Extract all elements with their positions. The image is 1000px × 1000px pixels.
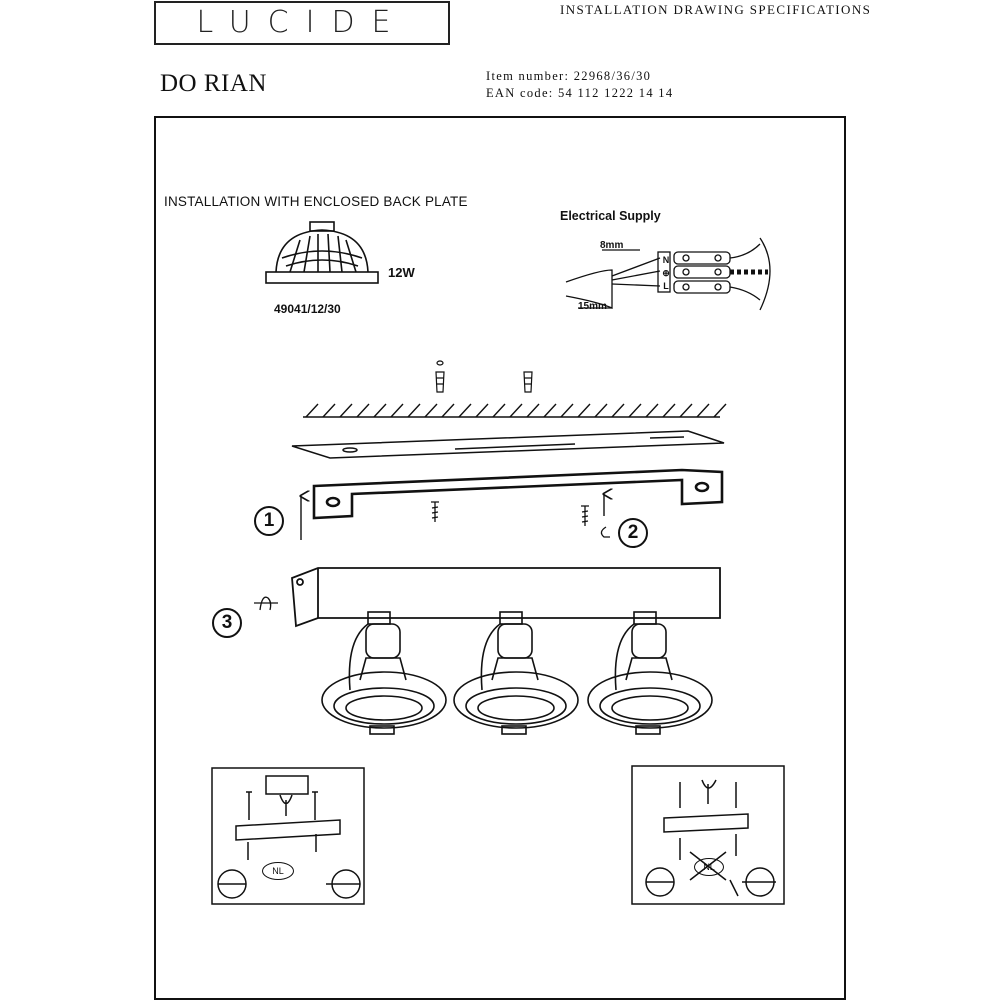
terminal-l: L bbox=[663, 281, 669, 291]
spotlight-head bbox=[453, 611, 579, 735]
wiring-diagram-icon bbox=[565, 237, 771, 311]
back-plate bbox=[291, 430, 725, 459]
lamp-wattage: 12W bbox=[388, 265, 415, 280]
drawing-frame bbox=[154, 116, 846, 1000]
terminal-labels: N ⊕ L bbox=[660, 254, 672, 293]
ean-code: EAN code: 54 112 1222 14 14 bbox=[486, 86, 674, 100]
strip-length-label: 8mm bbox=[600, 240, 624, 251]
brand-logo: LUCIDE bbox=[154, 1, 450, 45]
spotlight-heads bbox=[321, 611, 713, 735]
step-1-badge: 1 bbox=[254, 506, 284, 536]
electrical-supply-heading: Electrical Supply bbox=[560, 209, 661, 223]
mounting-bracket bbox=[312, 468, 724, 520]
terminal-n: N bbox=[662, 255, 670, 265]
detail-panel-right bbox=[631, 765, 785, 905]
installation-heading: INSTALLATION WITH ENCLOSED BACK PLATE bbox=[164, 194, 468, 209]
wall-plug-icon bbox=[435, 360, 533, 393]
spotlight-head bbox=[321, 611, 447, 735]
spotlight-bar bbox=[291, 567, 721, 628]
product-name: DO RIAN bbox=[160, 70, 267, 97]
item-number: Item number: 22968/36/30 bbox=[486, 69, 652, 83]
terminal-earth: ⊕ bbox=[662, 268, 670, 278]
brand-logo-text: LUCIDE bbox=[196, 5, 408, 40]
sheath-length-label: 15mm bbox=[578, 301, 607, 312]
document-title: INSTALLATION DRAWING SPECIFICATIONS bbox=[560, 2, 872, 17]
step-3-badge: 3 bbox=[212, 608, 242, 638]
ceiling-surface bbox=[303, 403, 727, 418]
detail-panel-left bbox=[211, 767, 365, 905]
screw-icon bbox=[431, 501, 589, 526]
nl-badge-right: NL bbox=[694, 858, 724, 876]
rotate-icon bbox=[600, 526, 610, 538]
spotlight-head bbox=[587, 611, 713, 735]
lamp-code: 49041/12/30 bbox=[274, 302, 341, 316]
nl-badge-left: NL bbox=[262, 862, 294, 880]
step-2-badge: 2 bbox=[618, 518, 648, 548]
rotate-screw-icon bbox=[254, 596, 278, 611]
ar111-lamp-icon bbox=[265, 221, 379, 284]
